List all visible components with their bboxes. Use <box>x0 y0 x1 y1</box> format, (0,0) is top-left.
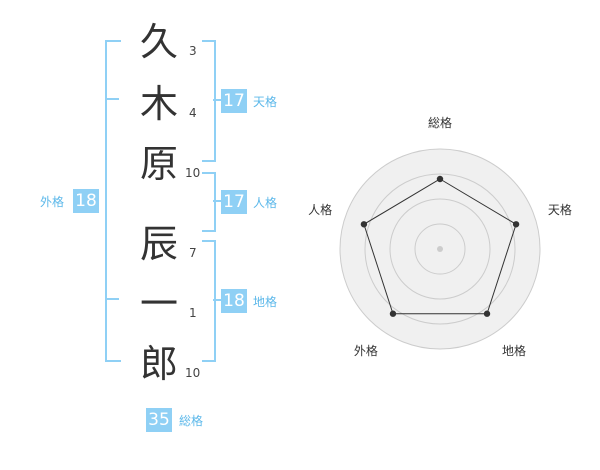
jinkaku-bracket-tick <box>213 200 221 202</box>
tenkaku-label: 天格 <box>253 95 278 109</box>
radar-axis-label: 地格 <box>502 343 526 358</box>
name-char-5: 一 <box>139 282 178 326</box>
chikaku-badge: 18 <box>221 289 247 313</box>
radar-data-point <box>389 310 397 317</box>
stroke-count-4: 7 <box>189 246 197 260</box>
radar-data-point <box>512 221 520 228</box>
gaikaku-label: 外格 <box>40 195 65 209</box>
jinkaku-label: 人格 <box>253 196 278 210</box>
stroke-count-6: 10 <box>185 366 201 380</box>
radar-axis-label: 外格 <box>354 343 378 358</box>
gaikaku-bracket <box>105 40 121 362</box>
radar-data-points <box>360 175 520 317</box>
soukaku-badge: 35 <box>146 408 172 432</box>
stroke-count-1: 3 <box>189 44 197 58</box>
stroke-count-5: 1 <box>189 306 197 320</box>
radar-axis-label: 天格 <box>548 202 572 217</box>
radar-ring <box>414 223 466 275</box>
radar-data-polygon <box>363 178 517 315</box>
name-char-2: 木 <box>139 82 178 126</box>
name-char-1: 久 <box>139 20 178 64</box>
radar-axis-label: 人格 <box>308 202 332 217</box>
name-char-6: 郎 <box>139 342 178 386</box>
gaikaku-bracket-tick-top <box>105 98 119 100</box>
radar-axis-label: 総格 <box>428 115 452 130</box>
radar-ring <box>364 173 516 325</box>
stroke-count-3: 10 <box>185 166 201 180</box>
name-char-4: 辰 <box>139 222 178 266</box>
gaikaku-badge: 18 <box>73 189 99 213</box>
jinkaku-badge: 17 <box>221 190 247 214</box>
radar-center-dot <box>437 246 443 252</box>
radar-data-point <box>483 310 491 317</box>
tenkaku-bracket-tick <box>213 99 221 101</box>
jinkaku-bracket <box>202 172 216 232</box>
radar-ring <box>389 198 491 300</box>
chikaku-bracket <box>202 240 216 362</box>
chikaku-bracket-tick <box>213 299 221 301</box>
stroke-count-2: 4 <box>189 106 197 120</box>
soukaku-label: 総格 <box>179 414 204 428</box>
name-char-3: 原 <box>139 142 178 186</box>
radar-data-point <box>360 221 368 228</box>
tenkaku-bracket <box>202 40 216 162</box>
chikaku-label: 地格 <box>253 295 278 309</box>
tenkaku-badge: 17 <box>221 89 247 113</box>
gaikaku-bracket-tick-bottom <box>105 298 119 300</box>
radar-data-point <box>436 175 444 183</box>
